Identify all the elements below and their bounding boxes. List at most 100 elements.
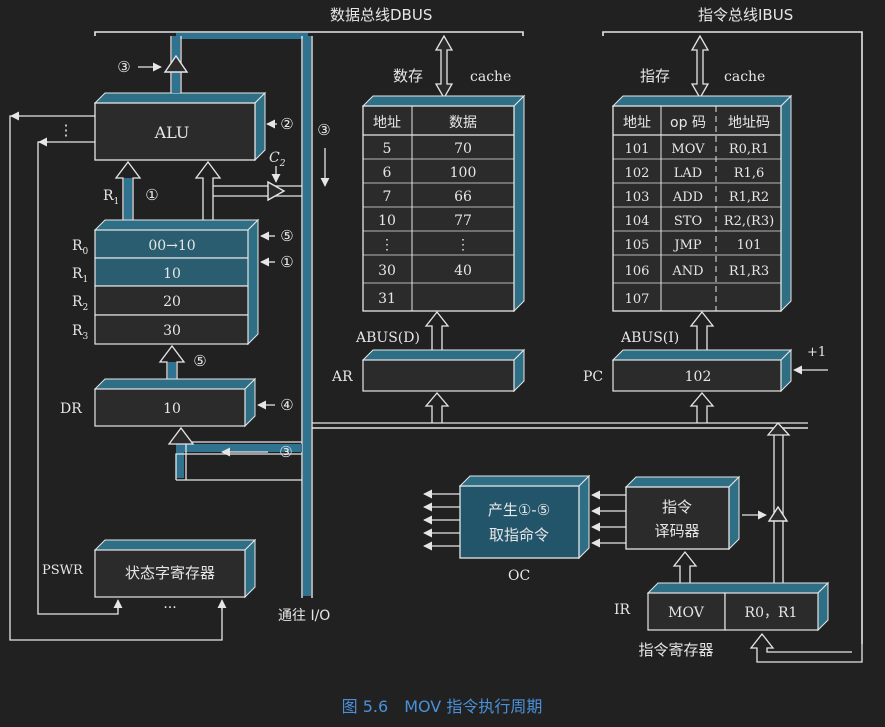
register-value: 30 (163, 323, 181, 339)
alu-face (94, 102, 256, 161)
pc-label: PC (583, 369, 603, 385)
instr-address: 105 (625, 238, 650, 253)
signal-3-label-dr: ③ (279, 443, 292, 461)
instr-cache-title-right: cache (724, 69, 765, 85)
instr-cache: 指存 cache 地址 op 码 地址码 101 MOV R0,R1 102 L… (611, 34, 793, 313)
ibus-line (602, 31, 863, 644)
c2-label: C2 (269, 150, 286, 169)
dbus-to-cache-arrow (434, 34, 454, 100)
signal-5-label-reg: ⑤ (280, 227, 293, 245)
register-file-top (93, 219, 260, 231)
instr-opcode: AND (671, 264, 703, 279)
signal-1-label-alu: ① (145, 186, 158, 204)
signal-4-label: ④ (280, 396, 293, 414)
ibus: 指令总线IBUS (602, 6, 863, 644)
instr-operand: R1,R3 (729, 264, 769, 279)
instr-opcode: ADD (672, 190, 703, 205)
ibus-label: 指令总线IBUS (698, 6, 793, 24)
register-value: 20 (163, 294, 181, 310)
io-label: 通往 I/O (278, 608, 330, 624)
ir-label: IR (614, 602, 631, 618)
instr-opcode: JMP (672, 238, 702, 253)
ar-face (362, 359, 515, 392)
signal-3-label-alu: ③ (117, 58, 130, 76)
alu-tristate-icon (163, 54, 189, 73)
data-cache-value: 70 (454, 141, 472, 157)
oc-face (459, 485, 580, 559)
data-cache-value: ⋮ (456, 237, 470, 253)
instr-address: 101 (625, 142, 650, 157)
instr-address: 106 (625, 264, 650, 279)
signal-2-label: ② (280, 115, 293, 133)
register-row-r2: R2 20 (72, 285, 249, 316)
register-file-side (247, 218, 259, 346)
ar-label: AR (331, 369, 353, 385)
data-cache-value: 77 (454, 213, 472, 229)
register-value: 10 (163, 266, 181, 282)
pc-register: PC 102 +1 (583, 345, 828, 393)
r1-to-alu: R1 ① (103, 160, 159, 224)
r1-label: R1 (103, 188, 119, 207)
ar-register: AR (331, 348, 526, 393)
pswr-label: PSWR (42, 563, 84, 578)
oc-line2: 取指命令 (489, 526, 549, 544)
instr-opcode: STO (674, 214, 702, 229)
instr-operand: R0,R1 (729, 142, 769, 157)
data-cache-address: ⋮ (380, 237, 394, 253)
data-cache-address: 30 (378, 263, 396, 279)
ir-op: MOV (668, 605, 705, 621)
ir-addr: R0，R1 (745, 605, 798, 621)
oc-label: OC (508, 568, 530, 584)
abus-i-arrow (689, 310, 715, 352)
ir-op-field (647, 592, 726, 631)
register-name: R2 (72, 294, 88, 313)
signal-3-label-bus: ③ (317, 121, 330, 139)
data-cache-value: 100 (450, 165, 477, 181)
register-file: R0 00→10 R1 10 R2 20 R3 30 (72, 218, 260, 346)
bus-to-ar-arrow (424, 391, 450, 423)
data-cache: 数存 cache 地址 数据 5 70 6 100 7 66 10 77 ⋮ ⋮… (361, 34, 526, 313)
data-cache-value: 66 (454, 189, 472, 205)
instr-cache-title-left: 指存 (640, 67, 670, 85)
signal-1-label-reg: ① (280, 253, 293, 271)
register-name: R3 (72, 323, 89, 342)
dr-value: 10 (163, 401, 181, 417)
dbus-label: 数据总线DBUS (330, 6, 432, 24)
ir-caption: 指令寄存器 (638, 641, 713, 659)
data-cache-address: 5 (383, 141, 392, 157)
instr-opcode: MOV (671, 142, 705, 157)
register-name: R0 (72, 238, 89, 257)
ir-to-bus-gate (742, 422, 791, 583)
register-row-r0: R0 00→10 (72, 229, 249, 259)
ibus-to-cache-arrow (690, 34, 710, 100)
register-name: R1 (72, 266, 88, 285)
abus-d-label: ABUS(D) (355, 330, 420, 346)
data-cache-title-right: cache (470, 69, 511, 85)
oc-line1: 产生①-⑤ (488, 501, 550, 519)
oc-block: 产生①-⑤ 取指命令 OC (458, 474, 591, 584)
decoder-line1: 指令 (662, 498, 692, 516)
data-cache-address: 6 (383, 165, 392, 181)
pc-face (612, 359, 782, 392)
decoder-line2: 译码器 (654, 522, 699, 540)
instr-cache-header-address: 地址 (623, 115, 651, 131)
ir-addr-field (724, 592, 819, 631)
data-cache-address: 10 (378, 213, 396, 229)
ir-to-decoder-arrow (672, 550, 698, 583)
instr-opcode: LAD (674, 166, 702, 181)
decoder-face (625, 486, 730, 550)
alu-feedback-line (9, 115, 223, 641)
dr-register: DR 10 (60, 377, 257, 428)
alu-dots: ⋮ (59, 121, 74, 139)
figure-caption: 图 5.6 MOV 指令执行周期 (342, 697, 543, 716)
register-row-r1: R1 10 (72, 257, 249, 287)
alu-label: ALU (154, 123, 190, 142)
oc-output-arrows (423, 489, 460, 551)
alu-top (93, 92, 267, 104)
pswr-dots: ··· (163, 600, 176, 616)
alu-output-gate: ③ (117, 36, 189, 93)
instr-address: 104 (625, 214, 650, 229)
c2-tristate-icon (267, 180, 286, 202)
instr-operand: R1,6 (734, 166, 764, 181)
